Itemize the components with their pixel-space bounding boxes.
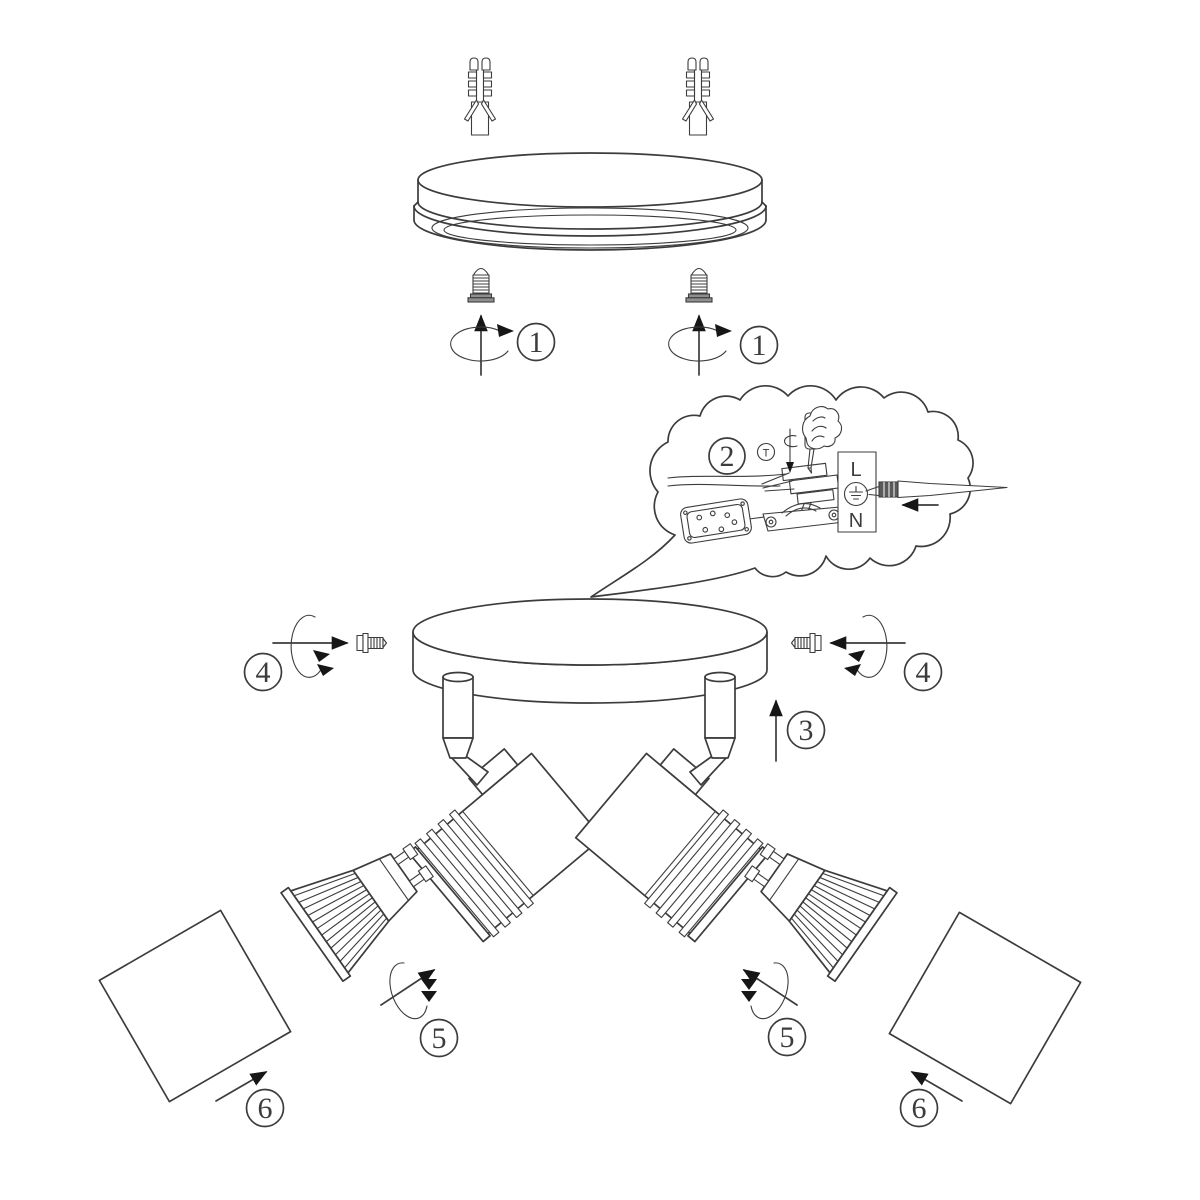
step-badge-4-left: 4 xyxy=(243,652,283,692)
spotlight-head-left xyxy=(396,671,607,945)
badge-circle xyxy=(516,322,556,362)
wall-anchor-icon-right xyxy=(681,57,715,136)
badge-number: 2 xyxy=(720,440,735,473)
badge-circle xyxy=(903,652,943,692)
badge-circle xyxy=(767,1017,807,1057)
power-cable-icon xyxy=(667,472,795,492)
hand-screwdriver-icon xyxy=(801,406,843,474)
canopy-plate xyxy=(412,598,768,704)
step-badge-6-left: 6 xyxy=(245,1088,285,1128)
badge-number: 5 xyxy=(780,1021,795,1054)
live-terminal-label: L xyxy=(850,459,861,481)
mounting-screw-icon-left xyxy=(467,267,495,303)
spotlight-head-right xyxy=(571,671,782,945)
step-badge-1-left: 1 xyxy=(516,322,556,362)
slide-arrow-icon-left xyxy=(215,1071,268,1102)
neutral-terminal-label: N xyxy=(849,510,863,532)
rotate-screw-icon-right xyxy=(669,316,732,375)
badge-number: 4 xyxy=(916,656,931,689)
tool-marker-label: T xyxy=(763,448,770,460)
step-badge-6-right: 6 xyxy=(899,1088,939,1128)
badge-circle xyxy=(739,325,779,365)
wall-anchor-icon-left xyxy=(463,57,497,136)
terminal-box: L N xyxy=(837,451,877,533)
rotate-screw-icon-left xyxy=(451,316,514,375)
step-badge-5-right: 5 xyxy=(767,1017,807,1057)
mounting-screw-icon-right xyxy=(685,267,713,303)
screwdriver-icon xyxy=(865,480,1008,499)
badge-number: 1 xyxy=(752,329,767,362)
rotate-bulb-icon-left xyxy=(381,963,437,1019)
badge-number: 6 xyxy=(258,1092,273,1125)
badge-circle xyxy=(786,710,826,750)
badge-number: 1 xyxy=(529,326,544,359)
tool-marker: T xyxy=(756,442,776,462)
mounting-bracket-icon xyxy=(680,498,752,544)
rotate-bulb-icon-right xyxy=(741,963,797,1019)
badge-circle xyxy=(243,652,283,692)
terminal-block-icon xyxy=(781,462,840,505)
badge-number: 6 xyxy=(912,1092,927,1125)
cable-clamp-icon xyxy=(748,502,845,532)
step-badge-2: 2 xyxy=(708,437,746,475)
glass-pane-left xyxy=(98,909,292,1103)
badge-circle xyxy=(245,1088,285,1128)
step-badge-5-left: 5 xyxy=(419,1018,459,1058)
step-badge-1-right: 1 xyxy=(739,325,779,365)
wiring-callout-cloud: T 2 L N xyxy=(590,384,1008,598)
earth-symbol-icon xyxy=(843,481,869,507)
badge-number: 4 xyxy=(256,656,271,689)
side-screw-rotate-left xyxy=(273,615,387,677)
side-screw-rotate-right xyxy=(792,615,906,677)
step-badge-3: 3 xyxy=(786,710,826,750)
badge-circle xyxy=(708,437,746,475)
badge-number: 5 xyxy=(432,1022,447,1055)
ceiling-ring xyxy=(413,152,767,251)
screw-rotation-icon xyxy=(783,428,798,473)
step-badge-4-right: 4 xyxy=(903,652,943,692)
badge-circle xyxy=(899,1088,939,1128)
badge-circle xyxy=(419,1018,459,1058)
slide-arrow-icon-right xyxy=(910,1071,963,1102)
badge-number: 3 xyxy=(799,714,814,747)
